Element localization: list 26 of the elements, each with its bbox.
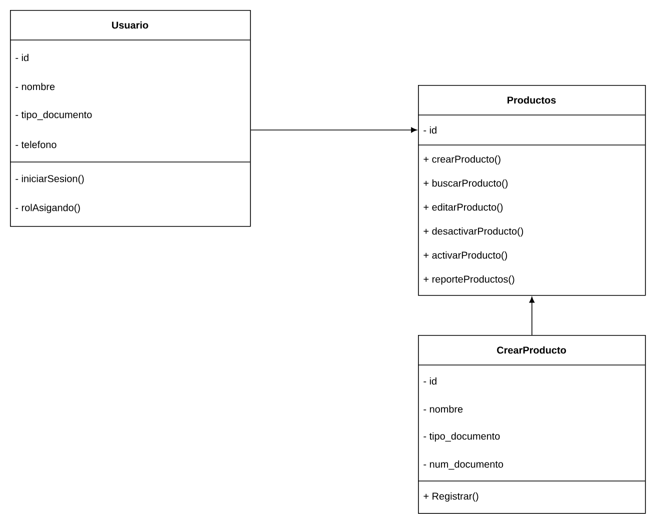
attribute-text: - tipo_documento <box>424 432 500 442</box>
method-text: + editarProducto() <box>424 203 503 213</box>
class-title: Usuario <box>112 21 148 29</box>
method-text: + desactivarProducto() <box>424 227 524 237</box>
attribute-text: - nombre <box>424 405 463 413</box>
class-box <box>418 85 646 296</box>
method-text: + activarProducto() <box>424 251 507 261</box>
attribute-text: - id <box>16 54 28 62</box>
attribute-text: - tipo_documento <box>16 110 92 120</box>
method-text: - iniciarSesion() <box>16 174 84 184</box>
method-text: + reporteProductos() <box>424 275 514 285</box>
class-box <box>418 335 646 514</box>
method-text: + buscarProducto() <box>424 179 508 189</box>
class-title: Productos <box>508 96 556 104</box>
arrow <box>529 296 535 336</box>
attribute-text: - nombre <box>16 82 55 90</box>
attribute-text: - num_documento <box>424 460 504 470</box>
attribute-text: - id <box>424 377 436 385</box>
class-title: CrearProducto <box>497 346 566 354</box>
class-box <box>10 10 251 227</box>
attribute-text: - id <box>424 126 436 134</box>
arrow <box>250 127 417 133</box>
attribute-text: - telefono <box>16 140 56 148</box>
method-text: + crearProducto() <box>424 155 500 165</box>
method-text: + Registrar() <box>424 492 478 502</box>
method-text: - rolAsigando() <box>16 204 80 214</box>
